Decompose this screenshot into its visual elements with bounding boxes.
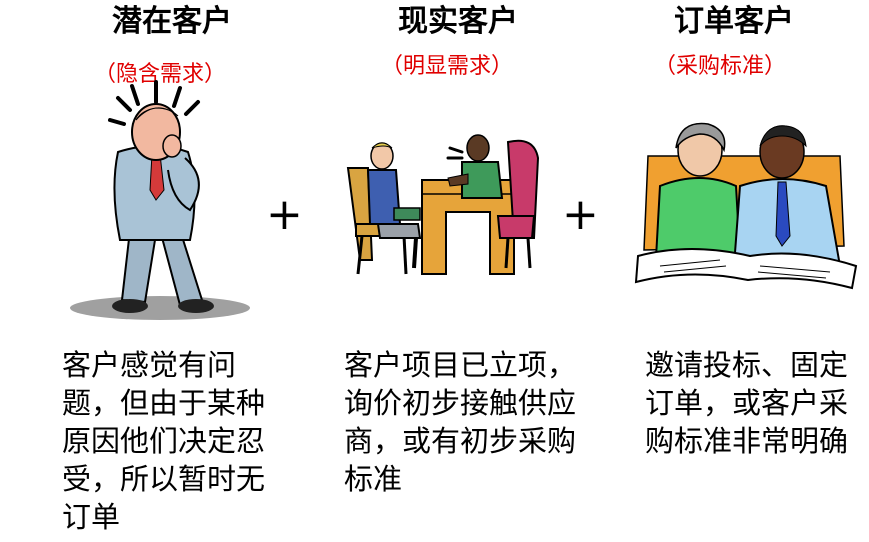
meeting-desk-illustration bbox=[346, 134, 540, 275]
column-1-subtitle: （隐含需求） bbox=[94, 62, 227, 87]
reviewing-documents-illustration bbox=[634, 122, 858, 290]
worried-man-illustration bbox=[70, 80, 250, 320]
column-2-subtitle: （明显需求） bbox=[381, 54, 514, 79]
column-2-description: 客户项目已立项，询价初步接触供应商，或有初步采购标准 bbox=[344, 348, 577, 496]
plus-operator-2: + bbox=[562, 189, 599, 240]
column-1-title: 潜在客户 bbox=[112, 4, 232, 39]
column-2-title: 现实客户 bbox=[398, 4, 518, 39]
stress-lines-icon bbox=[108, 80, 200, 126]
plus-operator-1: + bbox=[266, 189, 303, 240]
speech-lines-icon bbox=[446, 146, 464, 160]
column-1-description: 客户感觉有问题，但由于某种原因他们决定忍受，所以暂时无订单 bbox=[62, 348, 266, 534]
column-3-subtitle: （采购标准） bbox=[654, 54, 787, 79]
column-3-title: 订单客户 bbox=[674, 4, 794, 39]
column-3-description: 邀请投标、固定订单，或客户采购标准非常明确 bbox=[645, 348, 849, 458]
